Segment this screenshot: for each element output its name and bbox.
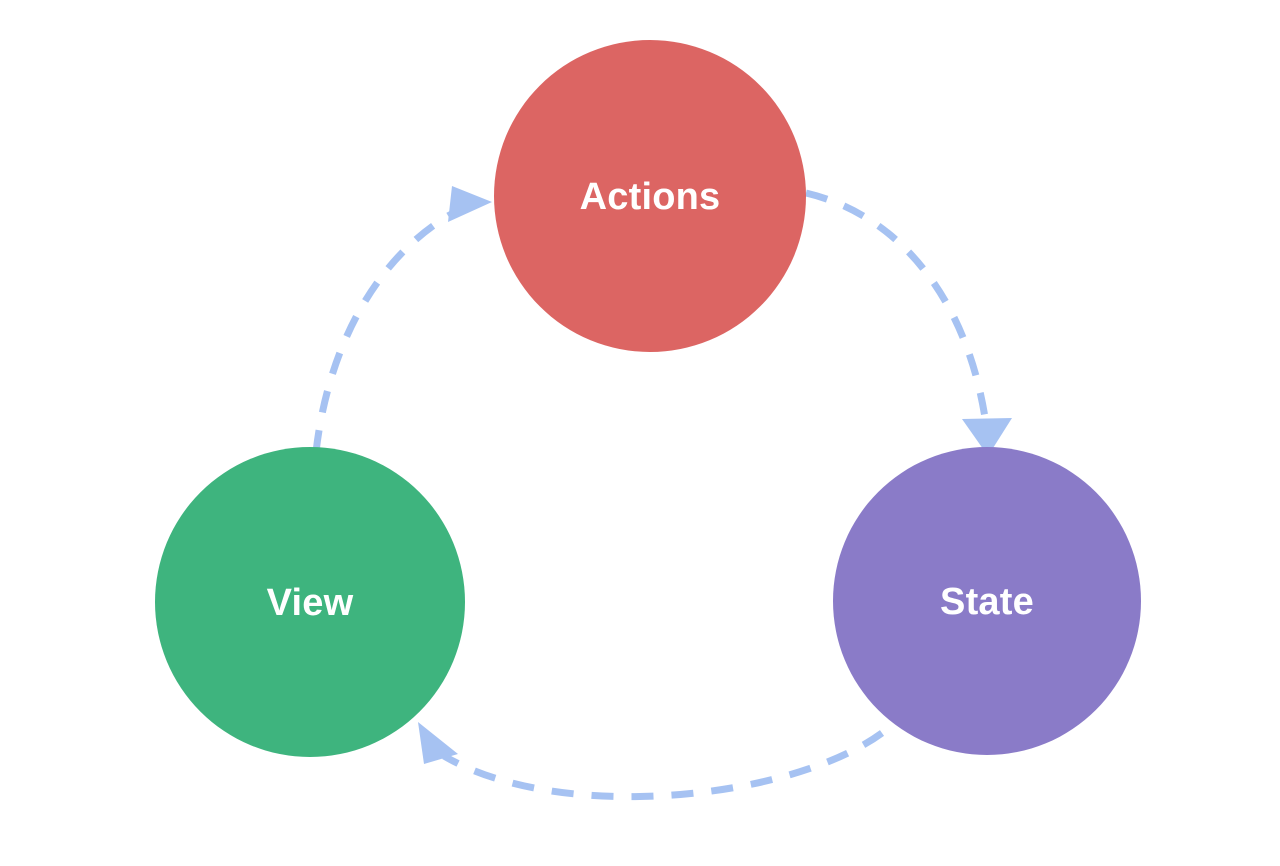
edge-actions-to-state-path [805,189,990,425]
arrowhead-actions-icon [448,186,492,222]
node-group: Actions State View [155,40,1141,757]
edge-actions-to-state [805,189,1012,456]
edge-view-to-actions-path [312,204,465,453]
edge-view-to-actions [312,186,492,453]
node-state-label: State [940,581,1034,623]
node-view[interactable]: View [155,447,465,757]
node-state-circle[interactable] [833,447,1141,755]
edge-group [312,186,1012,801]
arrowhead-state-icon [962,418,1012,456]
node-view-label: View [267,582,354,624]
edge-state-to-view-path [442,730,885,801]
node-state[interactable]: State [833,447,1141,755]
node-actions-circle[interactable] [494,40,806,352]
node-actions[interactable]: Actions [494,40,806,352]
edge-state-to-view [418,722,885,801]
arrowhead-view-icon [418,722,458,764]
node-actions-label: Actions [580,176,721,218]
node-view-circle[interactable] [155,447,465,757]
